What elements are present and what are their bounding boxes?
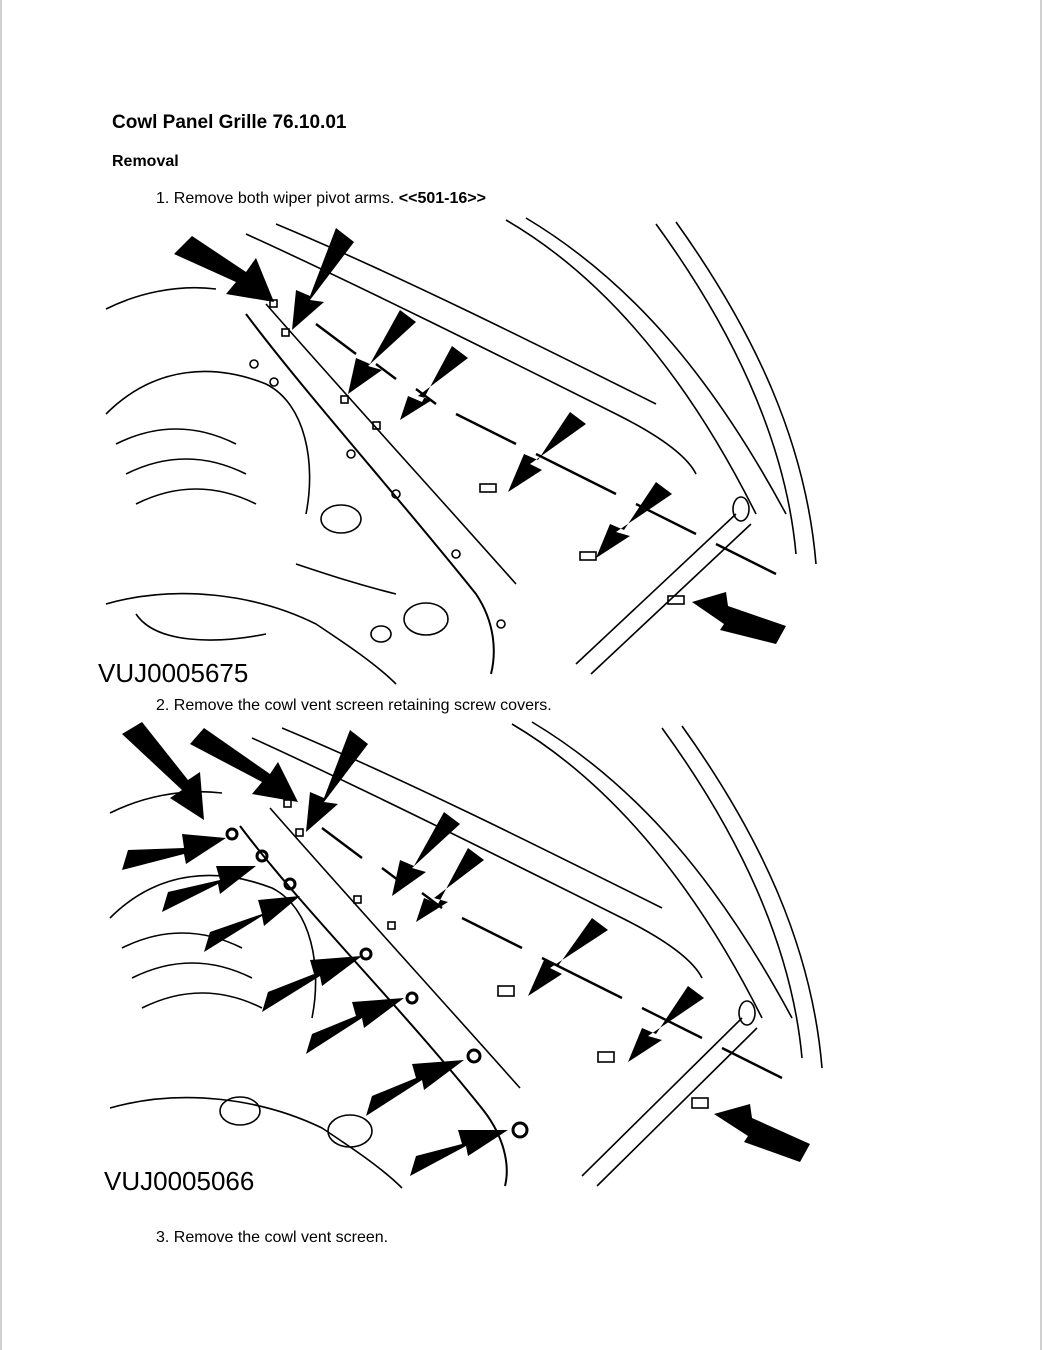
step-2-text: Remove the cowl vent screen retaining sc… [173, 697, 552, 714]
step-1-number: 1. [156, 190, 170, 207]
step-3-number: 3. [156, 1229, 170, 1246]
step-1-reference-link[interactable]: <<501-16>> [398, 190, 486, 207]
step-2: 2. Remove the cowl vent screen retaining… [156, 697, 556, 715]
step-1-text: Remove both wiper pivot arms. [173, 190, 395, 207]
page-border-left [0, 0, 2, 1350]
figure-2-illustration: VUJ0005066 [100, 716, 870, 1200]
figure-1-code: VUJ0005675 [96, 658, 251, 689]
page-border-right [1040, 0, 1042, 1350]
step-3: 3. Remove the cowl vent screen. [156, 1229, 388, 1247]
step-1: 1. Remove both wiper pivot arms. <<501-1… [156, 190, 486, 208]
step-2-number: 2. [156, 697, 170, 714]
page-title: Cowl Panel Grille 76.10.01 [112, 112, 347, 133]
figure-1-illustration: VUJ0005675 [96, 214, 866, 694]
section-heading-removal: Removal [112, 153, 179, 170]
figure-2-code: VUJ0005066 [102, 1166, 257, 1197]
step-3-text: Remove the cowl vent screen. [173, 1229, 389, 1246]
